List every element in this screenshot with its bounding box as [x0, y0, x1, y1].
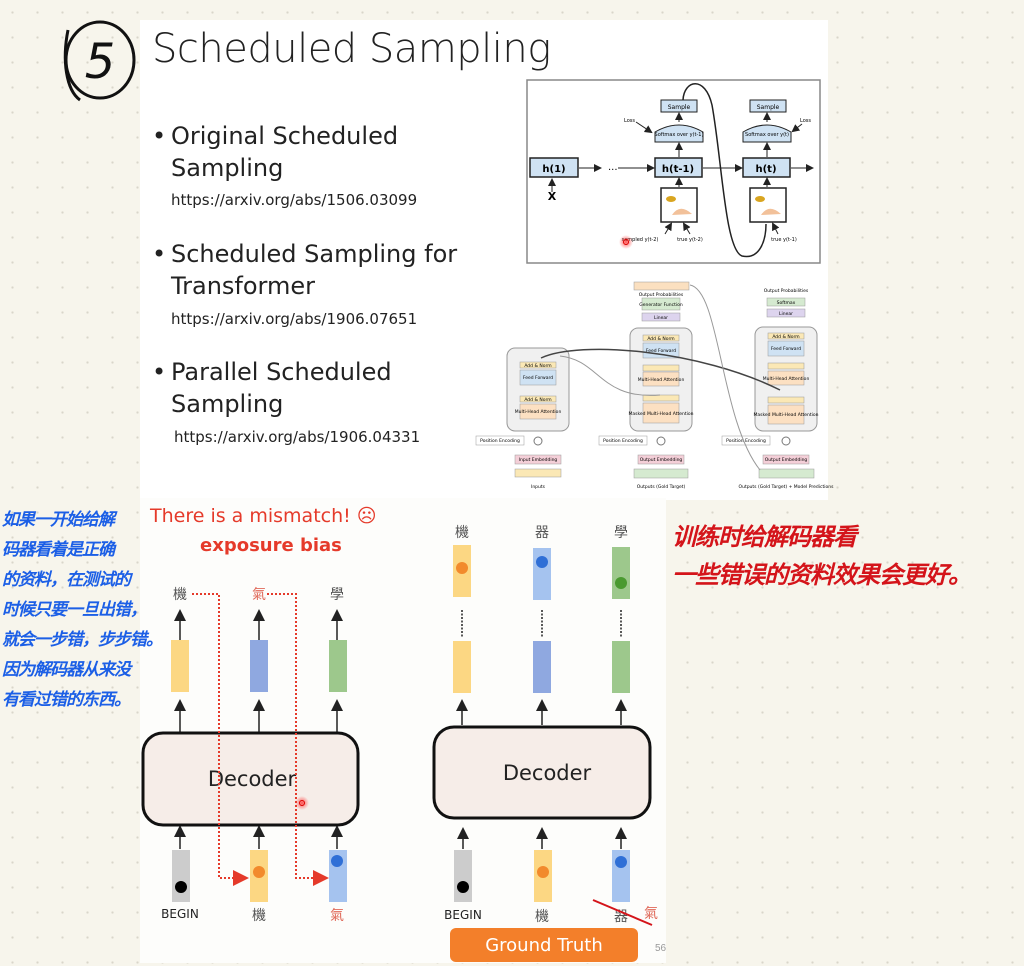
svg-text:sampled y(t-2): sampled y(t-2)	[622, 237, 659, 243]
svg-text:氣: 氣	[330, 908, 344, 924]
svg-text:機: 機	[173, 587, 187, 603]
bullet-dot-icon: •	[152, 122, 167, 150]
handwritten-note-blue[interactable]: 如果一开始给解 码器看着是正确 的资料，在测试的 时候只要一旦出错， 就会一步错…	[2, 505, 163, 715]
svg-text:Add & Norm: Add & Norm	[772, 334, 799, 340]
svg-text:Multi-Head Attention: Multi-Head Attention	[515, 409, 562, 415]
laser-pointer	[619, 235, 633, 249]
bullet-line: Sampling	[171, 390, 284, 418]
paper-link[interactable]: https://arxiv.org/abs/1506.03099	[171, 191, 418, 209]
bullet-line: Parallel Scheduled	[171, 358, 392, 386]
mismatch-heading: There is a mismatch! ☹	[149, 505, 377, 527]
note-line: 因为解码器从来没	[2, 660, 131, 680]
laser-pointer	[295, 796, 309, 810]
note-line: 时候只要一旦出错，	[2, 600, 147, 620]
svg-text:Position Encoding: Position Encoding	[726, 438, 766, 444]
svg-text:器: 器	[535, 525, 549, 541]
svg-text:Position Encoding: Position Encoding	[603, 438, 643, 444]
svg-text:Masked Multi-Head Attention: Masked Multi-Head Attention	[753, 412, 818, 418]
svg-text:true y(t-2): true y(t-2)	[677, 237, 703, 243]
exposure-bias-label: exposure bias	[200, 535, 342, 556]
svg-text:h(t-1): h(t-1)	[662, 164, 694, 175]
inference-decoder-diagram: 機 氣 學 Decoder BEGIN 機 氣	[141, 587, 360, 924]
svg-text:機: 機	[455, 525, 469, 541]
bullet-line: Transformer	[171, 272, 316, 300]
svg-text:Output Embedding: Output Embedding	[640, 457, 683, 463]
svg-text:學: 學	[614, 525, 628, 541]
svg-text:h(t): h(t)	[755, 164, 776, 175]
svg-text:Add & Norm: Add & Norm	[647, 336, 674, 342]
svg-text:Position Encoding: Position Encoding	[480, 438, 520, 444]
svg-text:Linear: Linear	[779, 311, 793, 317]
bullet-line: Original Scheduled	[171, 122, 399, 150]
svg-text:機: 機	[252, 908, 266, 924]
svg-text:Feed Forward: Feed Forward	[771, 346, 801, 352]
note-line: 训练时给解码器看	[672, 523, 857, 551]
svg-text:Add & Norm: Add & Norm	[524, 363, 551, 369]
svg-text:BEGIN: BEGIN	[444, 908, 482, 922]
strike-through-mark	[592, 899, 653, 926]
note-line: 就会一步错，步步错。	[2, 630, 163, 650]
ground-truth-label: Ground Truth	[450, 928, 638, 962]
note-line: 码器看着是正确	[2, 540, 115, 560]
paper-link[interactable]: https://arxiv.org/abs/1906.07651	[171, 310, 418, 328]
slide-title: Scheduled Sampling	[152, 26, 551, 72]
svg-text:5: 5	[85, 34, 116, 90]
bullet-dot-icon: •	[152, 240, 167, 268]
svg-text:Sample: Sample	[757, 104, 780, 111]
bullet-line: Sampling	[171, 154, 284, 182]
svg-text:X: X	[548, 190, 557, 203]
paper-link[interactable]: https://arxiv.org/abs/1906.04331	[174, 428, 421, 446]
svg-text:Loss: Loss	[624, 118, 635, 124]
svg-text:Softmax: Softmax	[777, 300, 796, 306]
svg-text:...: ...	[608, 162, 618, 173]
svg-text:Decoder: Decoder	[503, 761, 592, 785]
svg-text:機: 機	[535, 909, 549, 925]
svg-text:Output Probabilities: Output Probabilities	[639, 292, 684, 298]
svg-text:true y(t-1): true y(t-1)	[771, 237, 797, 243]
rnn-scheduled-sampling-figure: h(1) X ... h(t-1) h(t) Softmax over y(t-…	[526, 79, 821, 264]
svg-text:學: 學	[330, 587, 344, 603]
note-line: 有看过错的东西。	[2, 690, 131, 710]
svg-text:Softmax over y(t): Softmax over y(t)	[745, 132, 789, 138]
svg-text:氣: 氣	[644, 906, 658, 922]
svg-text:Outputs (Gold Target): Outputs (Gold Target)	[637, 484, 686, 490]
note-line: 一些错误的资料效果会更好。	[672, 561, 972, 589]
svg-text:Multi-Head Attention: Multi-Head Attention	[763, 376, 810, 382]
svg-text:Feed Forward: Feed Forward	[523, 375, 553, 381]
section-number-mark: 5	[63, 20, 136, 102]
svg-text:Linear: Linear	[654, 315, 668, 321]
svg-text:Output Probabilities: Output Probabilities	[764, 288, 809, 294]
svg-text:h(1): h(1)	[542, 164, 565, 175]
bullet-scheduled-sampling-transformer: • Scheduled Sampling for Transformer	[152, 238, 457, 302]
svg-text:Feed Forward: Feed Forward	[646, 348, 676, 354]
svg-text:Outputs (Gold Target) + Model: Outputs (Gold Target) + Model Prediction…	[739, 484, 835, 490]
bullet-original-scheduled-sampling: • Original Scheduled Sampling	[152, 120, 398, 184]
slide-page-number: 56	[655, 943, 667, 954]
teacher-forcing-decoder-diagram: 機 器 學 Decoder BEGIN	[432, 525, 658, 926]
svg-text:Softmax over y(t-1): Softmax over y(t-1)	[655, 132, 704, 138]
svg-text:Decoder: Decoder	[208, 767, 297, 791]
svg-text:Output Embedding: Output Embedding	[765, 457, 808, 463]
svg-text:Add & Norm: Add & Norm	[524, 397, 551, 403]
bullet-dot-icon: •	[152, 358, 167, 386]
transformer-scheduled-sampling-figure: Add & Norm Feed Forward Add & Norm Multi…	[475, 281, 835, 490]
svg-text:Inputs: Inputs	[531, 484, 546, 490]
svg-text:氣: 氣	[252, 587, 266, 603]
bullet-parallel-scheduled-sampling: • Parallel Scheduled Sampling	[152, 356, 392, 420]
svg-text:Masked Multi-Head Attention: Masked Multi-Head Attention	[628, 411, 693, 417]
svg-text:Loss: Loss	[800, 118, 811, 124]
handwritten-note-red[interactable]: 训练时给解码器看 一些错误的资料效果会更好。	[672, 518, 1022, 594]
svg-text:Generator Function: Generator Function	[639, 302, 683, 308]
svg-text:BEGIN: BEGIN	[161, 907, 199, 921]
svg-text:Multi-Head Attention: Multi-Head Attention	[638, 377, 685, 383]
svg-text:Input Embedding: Input Embedding	[519, 457, 558, 463]
bullet-line: Scheduled Sampling for	[171, 240, 458, 268]
svg-text:Sample: Sample	[668, 104, 691, 111]
note-line: 的资料，在测试的	[2, 570, 131, 590]
note-line: 如果一开始给解	[2, 510, 115, 530]
